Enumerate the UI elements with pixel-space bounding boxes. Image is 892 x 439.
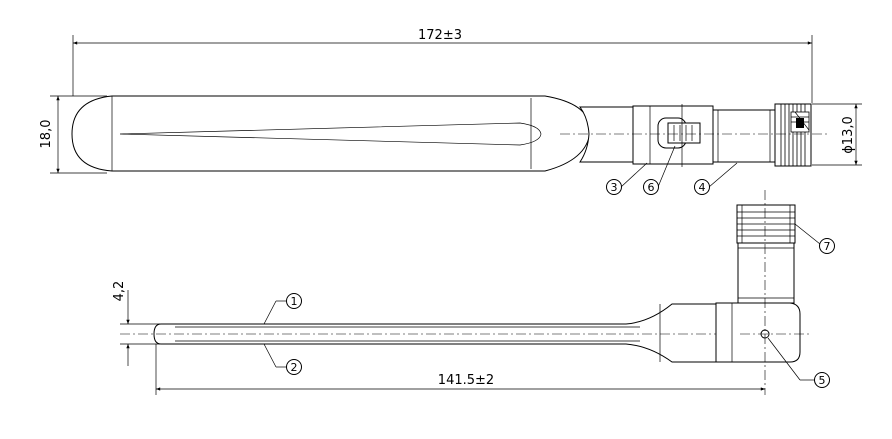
antenna-radome-side	[153, 303, 717, 363]
thickness-label: 4,2	[112, 281, 127, 302]
callout-2-circle	[286, 359, 302, 375]
side-connector-sleeve	[737, 242, 795, 304]
callout-3-label: 3	[611, 181, 618, 194]
connector-sleeve	[712, 109, 776, 163]
callout-7-label: 7	[824, 240, 831, 253]
callout-3-circle	[606, 179, 622, 195]
callout-4-circle	[694, 179, 710, 195]
callout-1-circle	[286, 293, 302, 309]
callout-6-label: 6	[648, 181, 655, 194]
side-length-label: 141.5±2	[438, 373, 494, 388]
callout-4-label: 4	[699, 181, 706, 194]
connector-diameter-label: ϕ13,0	[841, 116, 856, 154]
callout-2-label: 2	[291, 361, 298, 374]
callout-7-circle	[819, 238, 835, 254]
top-view: 172±3 18,0	[39, 28, 862, 195]
side-view: 4,2 141.5±2 1 2 5 7	[112, 190, 835, 395]
side-hinge	[715, 302, 801, 363]
callout-6-circle	[643, 179, 659, 195]
hinge-pin	[667, 122, 701, 144]
callout-1-label: 1	[291, 295, 298, 308]
internal-radiator	[119, 122, 542, 146]
blade-width-label: 18,0	[39, 120, 54, 149]
callout-5-label: 5	[819, 374, 826, 387]
overall-length-label: 172±3	[418, 28, 462, 43]
callout-5-circle	[814, 372, 830, 388]
